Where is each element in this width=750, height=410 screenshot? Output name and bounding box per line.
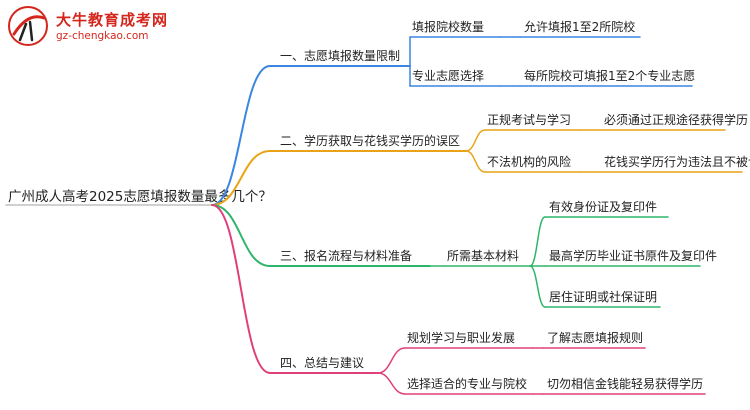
branch-4-sub-2-label: 选择适合的专业与院校: [407, 376, 527, 391]
branch-2-label: 二、学历获取与花钱买学历的误区: [280, 133, 460, 148]
logo-url: gz-chengkao.com: [56, 30, 149, 42]
branch-4-label: 四、总结与建议: [280, 356, 364, 370]
logo: 大牛教育成考网 gz-chengkao.com: [6, 4, 181, 50]
branch-3-sub-1-leaf-3-connector: [529, 265, 546, 308]
branch-1-sub-1-leaf-1-label: 允许填报1至2所院校: [524, 19, 635, 34]
branch-3-connector: [211, 204, 271, 267]
branch-1-connector: [211, 65, 271, 206]
branch-1-sub-2-leaf-1-label: 每所院校可填报1至2个专业志愿: [524, 68, 695, 83]
branch-2-sub-1-leaf-1-label: 必须通过正规途径获得学历: [604, 112, 748, 127]
branch-2-sub-2-connector: [465, 150, 486, 173]
branch-3-sub-1-leaf-2-label: 最高学历毕业证书原件及复印件: [549, 248, 717, 263]
branch-4-sub-1-connector: [377, 347, 406, 374]
branch-4-sub-1-leaf-1-label: 了解志愿填报规则: [547, 330, 643, 345]
branch-1-sub-2-label: 专业志愿选择: [412, 68, 484, 83]
branch-2-sub-2-label: 不法机构的风险: [487, 154, 571, 169]
logo-brand: 大牛教育成考网: [56, 11, 169, 29]
root-topic: 广州成人高考2025志愿填报数量最多几个？: [8, 188, 272, 205]
branch-4-sub-2-leaf-1-label: 切勿相信金钱能轻易获得学历: [547, 376, 703, 391]
branch-1-label: 一、志愿填报数量限制: [280, 48, 400, 63]
branch-4-sub-2-connector: [377, 372, 406, 395]
branch-3-sub-1-label: 所需基本材料: [447, 249, 519, 263]
branch-1-sub-1-label: 填报院校数量: [412, 19, 484, 34]
branch-3-sub-1-leaf-1-label: 有效身份证及复印件: [549, 199, 657, 214]
branch-2-sub-1-connector: [465, 129, 486, 152]
branch-3-sub-1-leaf-1-connector: [529, 216, 546, 267]
logo-mark-icon: [8, 6, 48, 46]
branch-3-sub-1-leaf-3-label: 居住证明或社保证明: [549, 289, 657, 304]
branch-3-label: 三、报名流程与材料准备: [280, 248, 412, 263]
branch-4-connector: [211, 204, 271, 374]
branch-2-sub-2-leaf-1-label: 花钱买学历行为违法且不被认可: [604, 154, 750, 169]
branch-2-sub-1-label: 正规考试与学习: [487, 112, 571, 127]
branch-2-connector: [211, 150, 271, 206]
branch-4-sub-1-label: 规划学习与职业发展: [407, 330, 515, 345]
